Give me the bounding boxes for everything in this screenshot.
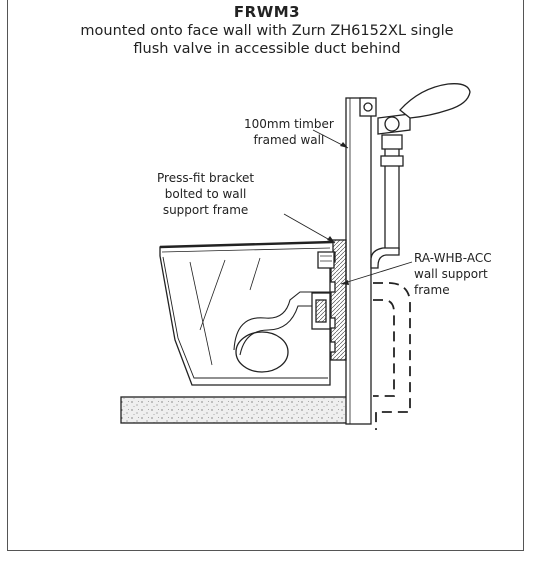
support-frame-label: RA-WHB-ACC wall support frame	[414, 250, 492, 298]
wall-support-frame	[330, 239, 347, 361]
support-frame-label-line-3: frame	[414, 283, 450, 297]
bracket-label-line-1: Press-fit bracket	[157, 171, 255, 185]
subtitle-line-2: flush valve in accessible duct behind	[133, 41, 401, 57]
drawing-title: FRWM3	[233, 3, 301, 21]
timber-wall-label: 100mm timber framed wall	[244, 116, 334, 148]
bracket-label-line-2: bolted to wall	[164, 187, 247, 201]
floor-slab	[120, 396, 369, 424]
support-frame-leader-line	[340, 261, 413, 285]
trap-bend	[235, 331, 289, 373]
toilet-pan	[159, 241, 334, 386]
support-frame-label-line-2: wall support	[414, 267, 488, 281]
drawing-frame	[7, 0, 524, 551]
timber-wall-label-line-2: framed wall	[253, 133, 325, 147]
waste-pipe-dashed	[373, 282, 411, 430]
timber-wall-label-line-1: 100mm timber	[244, 117, 334, 131]
drawing-subtitle: mounted onto face wall with Zurn ZH6152X…	[30, 22, 504, 58]
bracket-leader-line	[283, 213, 336, 244]
bracket-label-line-3: support frame	[162, 203, 249, 217]
support-frame-label-line-1: RA-WHB-ACC	[414, 251, 492, 265]
subtitle-line-1: mounted onto face wall with Zurn ZH6152X…	[80, 23, 454, 39]
bracket-label: Press-fit bracket bolted to wall support…	[157, 170, 254, 218]
flush-valve-body	[359, 97, 377, 117]
flush-valve-handle	[399, 83, 471, 119]
